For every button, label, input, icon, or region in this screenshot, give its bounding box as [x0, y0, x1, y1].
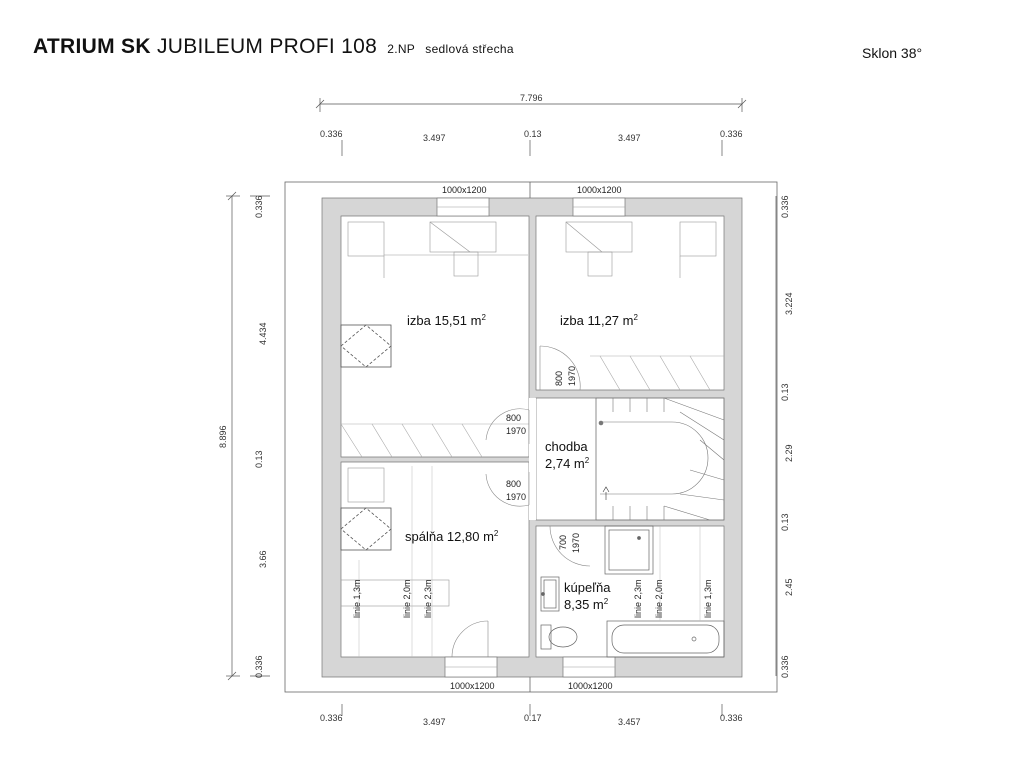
dormer-lines — [340, 221, 717, 607]
door-kupelna — [549, 525, 591, 567]
line-label-2-0-spalna: linie 2,0m — [402, 579, 412, 618]
line-label-1-3-spalna: linie 1,3m — [352, 579, 362, 618]
door-spalna-closet — [451, 620, 489, 658]
dim-right-1: 0.336 — [780, 195, 790, 218]
dim-top-2: 3.497 — [423, 133, 446, 143]
window-top-left — [436, 197, 490, 217]
knee-wall-left — [340, 423, 529, 458]
door3-height: 1970 — [506, 492, 526, 502]
dim-right-3: 0.13 — [780, 383, 790, 401]
window-label-top-left: 1000x1200 — [442, 185, 487, 195]
toilet — [540, 624, 578, 650]
washbasin — [540, 576, 560, 612]
room-kupelna-area: 8,35 m2 — [564, 597, 609, 612]
line-label-1-3-kupelna: linie 1,3m — [703, 579, 713, 618]
dim-top-5: 0.336 — [720, 129, 743, 139]
dim-right-5: 0.13 — [780, 513, 790, 531]
room-izba2: izba 11,27 m2 — [560, 313, 638, 328]
door1-height: 1970 — [506, 426, 526, 436]
dimension-bottom — [341, 704, 723, 716]
door-izba2 — [539, 345, 581, 391]
page-title: ATRIUM SK JUBILEUM PROFI 108 2.NP sedlov… — [33, 35, 514, 59]
model-name: JUBILEUM PROFI 108 — [156, 35, 378, 58]
shower — [604, 525, 654, 575]
door-izba1 — [485, 408, 530, 444]
chimney-upper — [340, 324, 392, 368]
line-label-2-3-spalna: linie 2,3m — [423, 579, 433, 618]
roof-slope: Sklon 38° — [862, 45, 923, 61]
floor-label: 2.NP — [387, 42, 416, 56]
room-spalna: spálňa 12,80 m2 — [405, 529, 499, 544]
window-bottom-left — [444, 656, 498, 678]
dim-bottom-2: 3.497 — [423, 717, 446, 727]
dim-left-5: 0.336 — [254, 655, 264, 678]
chimney-lower — [340, 507, 392, 551]
window-label-bottom-right: 1000x1200 — [568, 681, 613, 691]
bathroom-slope-lines — [358, 466, 701, 657]
door2-width: 800 — [554, 371, 564, 386]
dim-top-3: 0.13 — [524, 129, 542, 139]
room-kupelna: kúpeľňa — [564, 580, 611, 595]
line-label-2-0-kupelna: linie 2,0m — [654, 579, 664, 618]
window-bottom-right — [562, 656, 616, 678]
dim-right-4: 2.29 — [784, 444, 794, 462]
window-label-top-right: 1000x1200 — [577, 185, 622, 195]
dim-top-1: 0.336 — [320, 129, 343, 139]
dim-left-total: 8.896 — [218, 425, 228, 448]
staircase — [595, 397, 725, 521]
dim-top-4: 3.497 — [618, 133, 641, 143]
corridor-gap — [529, 398, 536, 520]
dim-left-4: 3.66 — [258, 550, 268, 568]
room-chodba: chodba — [545, 439, 588, 454]
room-izba1: izba 15,51 m2 — [407, 313, 486, 328]
knee-wall-right — [590, 355, 724, 391]
bathtub — [606, 620, 725, 658]
dim-bottom-5: 0.336 — [720, 713, 743, 723]
door3-width: 800 — [506, 479, 521, 489]
dim-right-7: 0.336 — [780, 655, 790, 678]
dim-left-2: 4.434 — [258, 322, 268, 345]
door4-height: 1970 — [571, 533, 581, 553]
door2-height: 1970 — [567, 366, 577, 386]
dimension-left — [226, 191, 270, 681]
dim-bottom-3: 0.17 — [524, 713, 542, 723]
window-top-right — [572, 197, 626, 217]
dim-left-1: 0.336 — [254, 195, 264, 218]
door4-width: 700 — [558, 535, 568, 550]
dim-left-3: 0.13 — [254, 450, 264, 468]
dim-right-2: 3.224 — [784, 292, 794, 315]
roof-outline — [284, 181, 778, 693]
dim-top-total: 7.796 — [520, 93, 543, 103]
dim-bottom-4: 3.457 — [618, 717, 641, 727]
room-chodba-area: 2,74 m2 — [545, 456, 590, 471]
line-label-2-3-kupelna: linie 2,3m — [633, 579, 643, 618]
dim-bottom-1: 0.336 — [320, 713, 343, 723]
dimension-top — [315, 98, 747, 156]
roof-type: sedlová střecha — [425, 42, 514, 56]
door1-width: 800 — [506, 413, 521, 423]
door-spalna — [485, 472, 530, 507]
dim-right-6: 2.45 — [784, 578, 794, 596]
brand-name: ATRIUM SK — [33, 35, 151, 58]
window-label-bottom-left: 1000x1200 — [450, 681, 495, 691]
